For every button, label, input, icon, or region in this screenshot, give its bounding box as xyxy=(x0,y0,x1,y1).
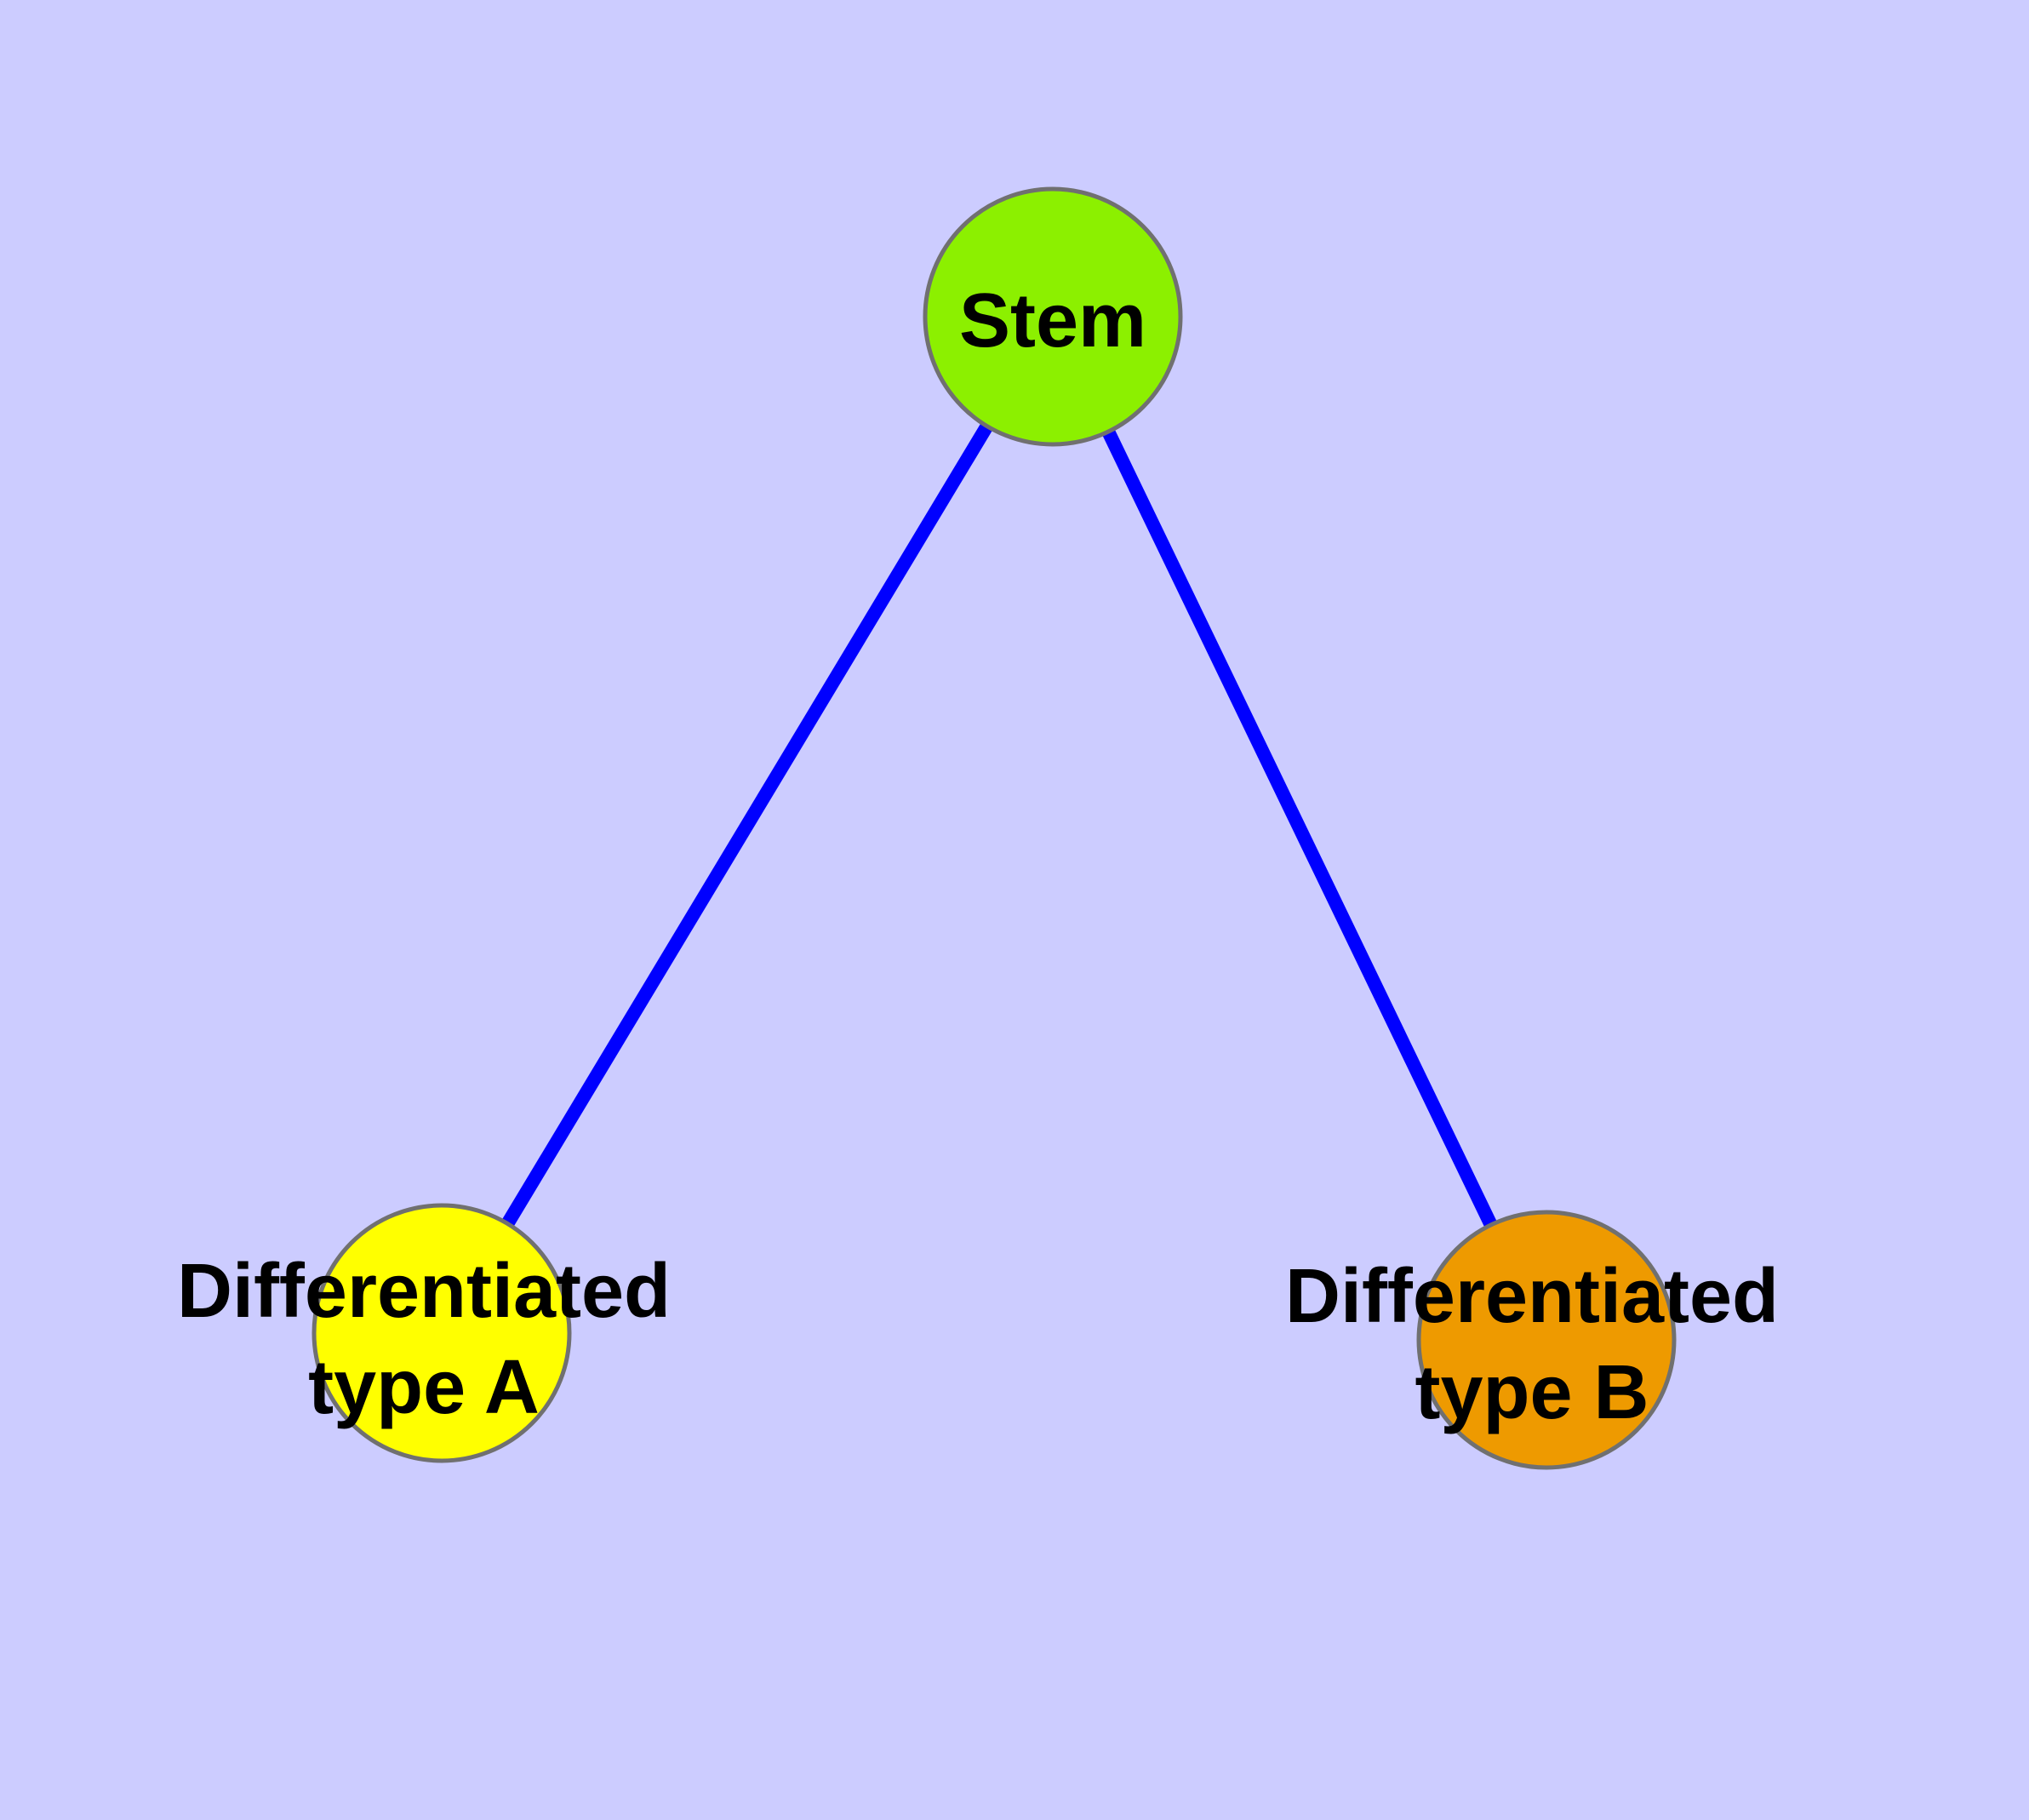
label-layer: Stem Differentiated type A Differentiate… xyxy=(177,278,1779,1435)
edge-stem-to-type-b xyxy=(1046,313,1553,1343)
edge-stem-to-type-a xyxy=(436,312,1059,1337)
node-type-b-label-line1: Differentiated xyxy=(1285,1254,1779,1339)
node-type-a xyxy=(311,1203,572,1463)
node-type-b-label-line2: type B xyxy=(1415,1350,1649,1435)
edge-layer xyxy=(436,312,1553,1343)
node-layer xyxy=(311,186,1677,1470)
node-stem xyxy=(923,186,1183,447)
node-type-b xyxy=(1416,1210,1677,1470)
node-type-a-label-line1: Differentiated xyxy=(177,1249,671,1334)
node-stem-label: Stem xyxy=(959,278,1146,363)
node-type-a-label-line2: type A xyxy=(308,1345,540,1430)
